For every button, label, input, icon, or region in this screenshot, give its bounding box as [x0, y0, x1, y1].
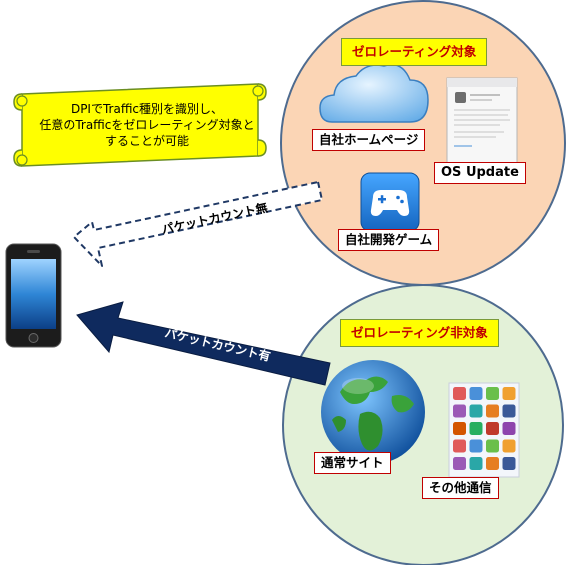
note-text: DPIでTraffic種別を識別し、 任意のTrafficをゼロレーティング対象… [22, 101, 272, 149]
app-tile-icon [502, 457, 516, 470]
app-tile-icon [469, 457, 483, 470]
note-line-1: DPIでTraffic種別を識別し、 [70, 102, 224, 116]
app-tile-icon [453, 422, 466, 435]
normal-sites-label: 通常サイト [314, 452, 391, 474]
game-label: 自社開発ゲーム [338, 229, 440, 251]
smartphone-icon [5, 243, 62, 348]
app-tile-icon [469, 439, 483, 453]
dashed-arrow-no-count [73, 181, 323, 267]
app-tile-icon [469, 387, 483, 400]
app-tile-icon [486, 404, 499, 418]
app-tile-icon [486, 387, 499, 400]
app-tile-icon [502, 387, 516, 400]
app-tile-icon [502, 404, 516, 418]
app-tile-icon [453, 404, 466, 418]
app-tile-icon [469, 404, 483, 418]
cloud-icon [319, 63, 429, 123]
app-tile-icon [486, 439, 499, 453]
app-tile-icon [453, 439, 466, 453]
zero-rated-title: ゼロレーティング対象 [341, 38, 488, 66]
game-controller-icon [360, 172, 420, 232]
app-tile-icon [486, 457, 499, 470]
note-line-2: 任意のTrafficをゼロレーティング対象と [39, 118, 255, 132]
app-tile-icon [486, 422, 499, 435]
app-tile-icon [502, 439, 516, 453]
note-line-3: することが可能 [104, 134, 189, 148]
note-scroll-banner [13, 83, 267, 167]
app-tile-icon [469, 422, 483, 435]
non-zero-rated-title: ゼロレーティング非対象 [340, 319, 499, 347]
globe-icon [321, 360, 425, 464]
app-tile-icon [453, 457, 466, 470]
app-grid-icon [448, 382, 520, 478]
homepage-label: 自社ホームページ [312, 129, 426, 151]
os-update-screenshot-icon [446, 77, 518, 167]
app-tile-icon [502, 422, 516, 435]
solid-arrow-with-count [76, 301, 331, 386]
os-update-label: OS Update [434, 162, 526, 184]
app-tile-icon [453, 387, 466, 400]
other-traffic-label: その他通信 [422, 477, 499, 499]
